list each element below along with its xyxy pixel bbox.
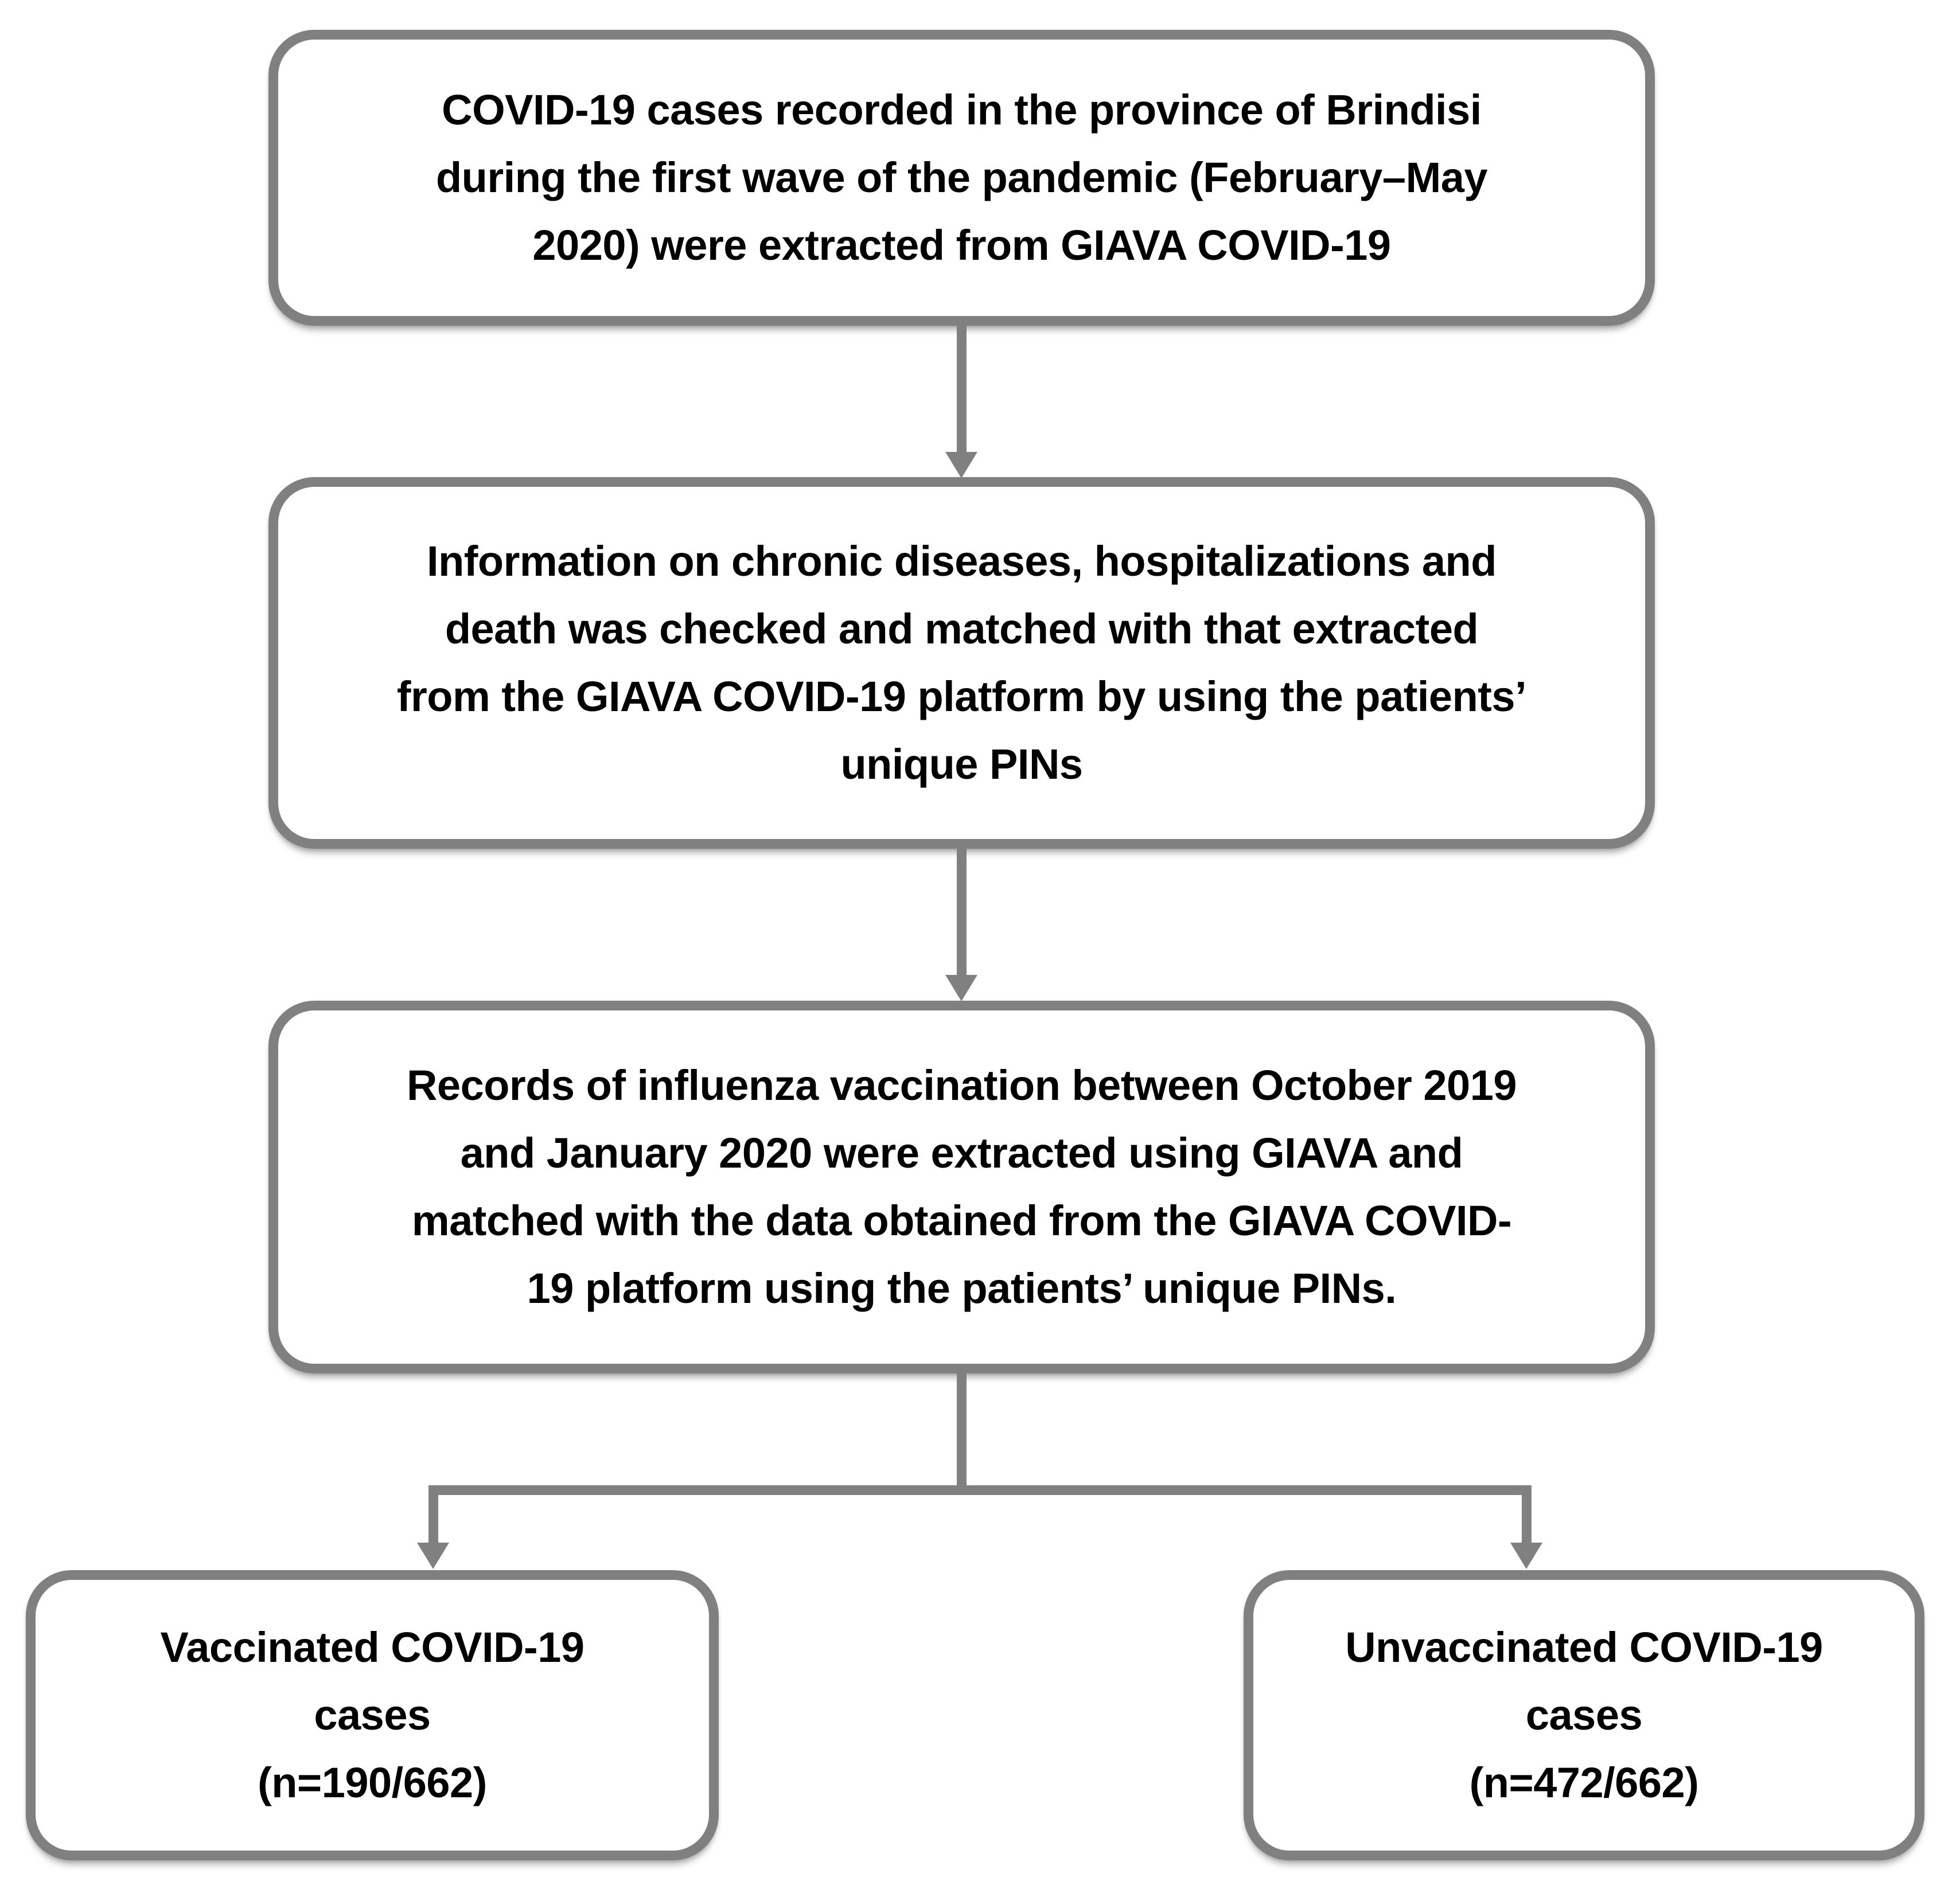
branch-stem-line	[957, 1372, 967, 1486]
process-box-step1-text: COVID-19 cases recorded in the province …	[435, 86, 1488, 269]
outcome-box-vaccinated: Vaccinated COVID-19 cases (n=190/662)	[26, 1570, 719, 1860]
outcome-box-unvaccinated: Unvaccinated COVID-19 cases (n=472/662)	[1244, 1570, 1924, 1860]
branch-horizontal-line	[428, 1485, 1532, 1495]
process-box-step2-text: Information on chronic diseases, hospita…	[396, 537, 1527, 788]
arrow-down-2-head-icon	[945, 975, 977, 1001]
branch-right-arrow-head-icon	[1510, 1543, 1542, 1569]
branch-left-arrow-head-icon	[417, 1543, 449, 1569]
outcome-box-unvaccinated-text: Unvaccinated COVID-19 cases (n=472/662)	[1345, 1623, 1823, 1806]
process-box-step2: Information on chronic diseases, hospita…	[268, 477, 1655, 849]
outcome-box-vaccinated-text: Vaccinated COVID-19 cases (n=190/662)	[160, 1623, 585, 1806]
process-box-step3-text: Records of influenza vaccination between…	[406, 1061, 1517, 1312]
process-box-step3: Records of influenza vaccination between…	[268, 1001, 1655, 1373]
arrow-down-1-head-icon	[945, 452, 977, 478]
branch-right-arrow-line	[1522, 1494, 1532, 1544]
arrow-down-2-line	[957, 848, 967, 976]
process-box-step1: COVID-19 cases recorded in the province …	[268, 30, 1655, 326]
arrow-down-1-line	[957, 325, 967, 453]
branch-left-arrow-line	[428, 1494, 438, 1544]
